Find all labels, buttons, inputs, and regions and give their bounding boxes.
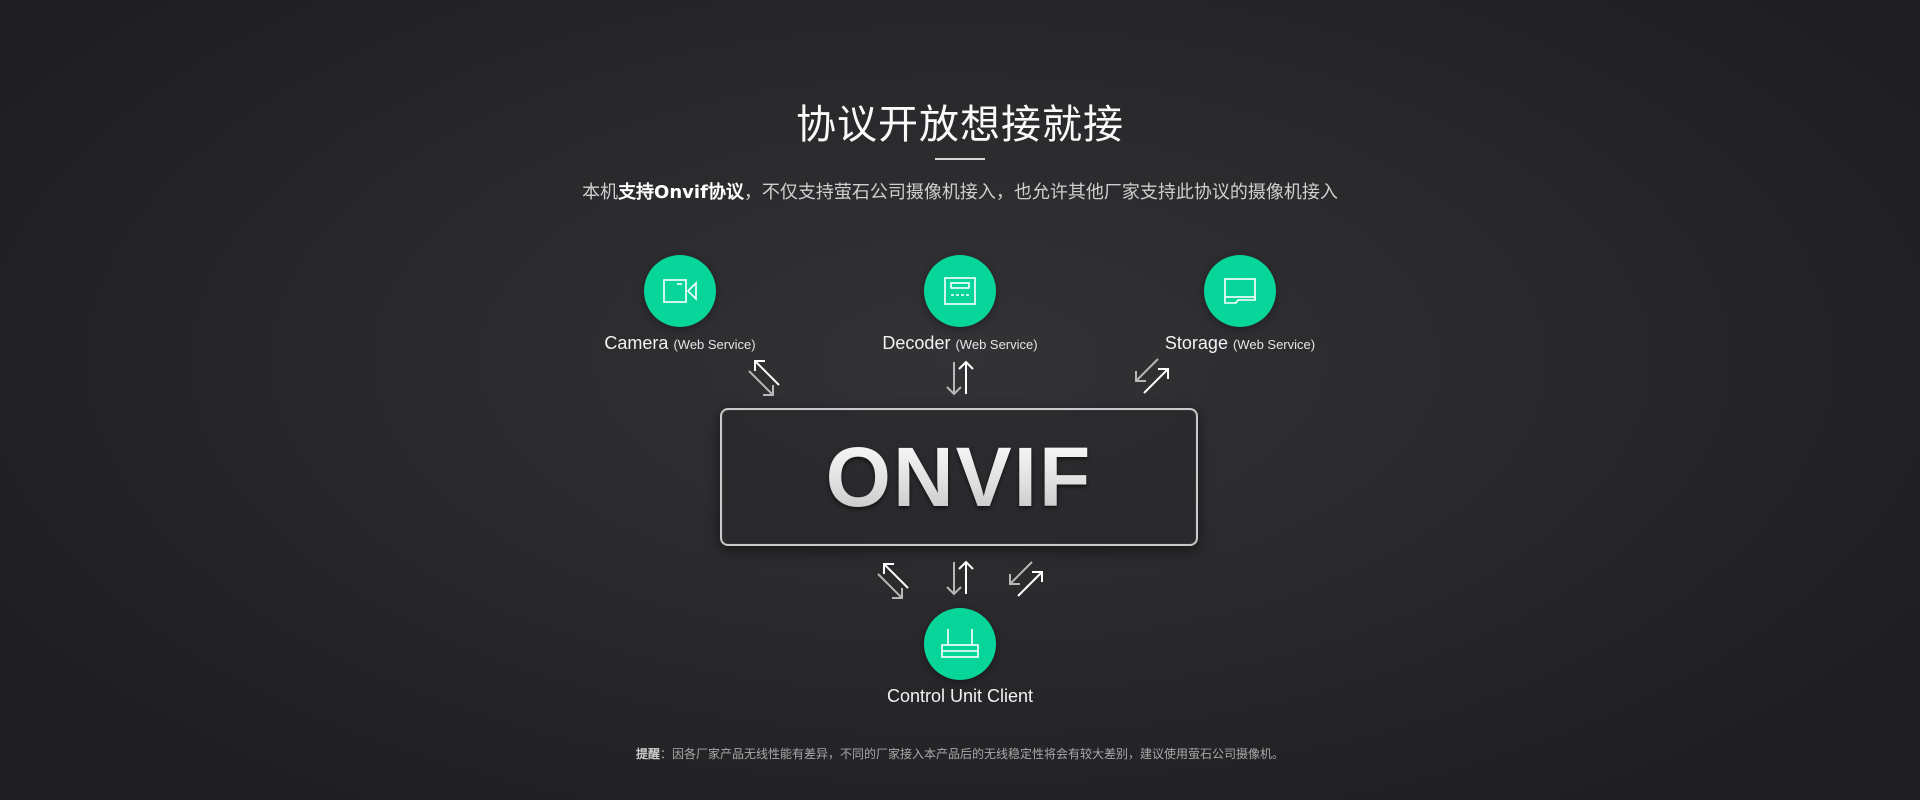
client-center-arrows-icon xyxy=(946,560,974,596)
camera-arrows-icon xyxy=(748,360,780,396)
camera-node: Camera (Web Service) xyxy=(550,255,810,354)
storage-icon xyxy=(1224,278,1256,304)
subtitle: 本机支持Onvif协议，不仅支持萤石公司摄像机接入，也允许其他厂家支持此协议的摄… xyxy=(0,178,1920,204)
storage-arrows-icon xyxy=(1135,358,1169,394)
notice: 提醒：因各厂家产品无线性能有差异，不同的厂家接入本产品后的无线稳定性将会有较大差… xyxy=(0,745,1920,762)
camera-circle xyxy=(644,255,716,327)
decoder-node: Decoder (Web Service) xyxy=(830,255,1090,354)
router-icon xyxy=(941,629,979,658)
notice-label: 提醒 xyxy=(635,747,660,761)
client-right-arrows-icon xyxy=(1009,561,1043,597)
subtitle-prefix: 本机 xyxy=(582,182,619,203)
client-left-arrows-icon xyxy=(877,563,909,599)
onvif-box: ONVIF xyxy=(720,408,1198,546)
page-title: 协议开放想接就接 xyxy=(796,102,1124,148)
title-divider xyxy=(935,158,985,160)
client-circle xyxy=(924,608,996,680)
storage-label: Storage (Web Service) xyxy=(1164,333,1316,353)
camera-label: Camera (Web Service) xyxy=(604,333,756,353)
subtitle-rest: ，不仅支持萤石公司摄像机接入，也允许其他厂家支持此协议的摄像机接入 xyxy=(743,182,1338,203)
client-node: Control Unit Client xyxy=(830,608,1090,707)
subtitle-highlight: 支持Onvif协议 xyxy=(618,182,744,203)
client-label: Control Unit Client xyxy=(886,686,1034,706)
decoder-label: Decoder (Web Service) xyxy=(882,333,1038,353)
decoder-arrows-icon xyxy=(946,360,974,396)
onvif-label: ONVIF xyxy=(825,429,1093,524)
decoder-circle xyxy=(924,255,996,327)
storage-circle xyxy=(1204,255,1276,327)
decoder-icon xyxy=(944,277,976,305)
storage-node: Storage (Web Service) xyxy=(1110,255,1370,354)
video-camera-icon xyxy=(663,279,697,303)
notice-text: ：因各厂家产品无线性能有差异，不同的厂家接入本产品后的无线稳定性将会有较大差别，… xyxy=(660,747,1285,761)
